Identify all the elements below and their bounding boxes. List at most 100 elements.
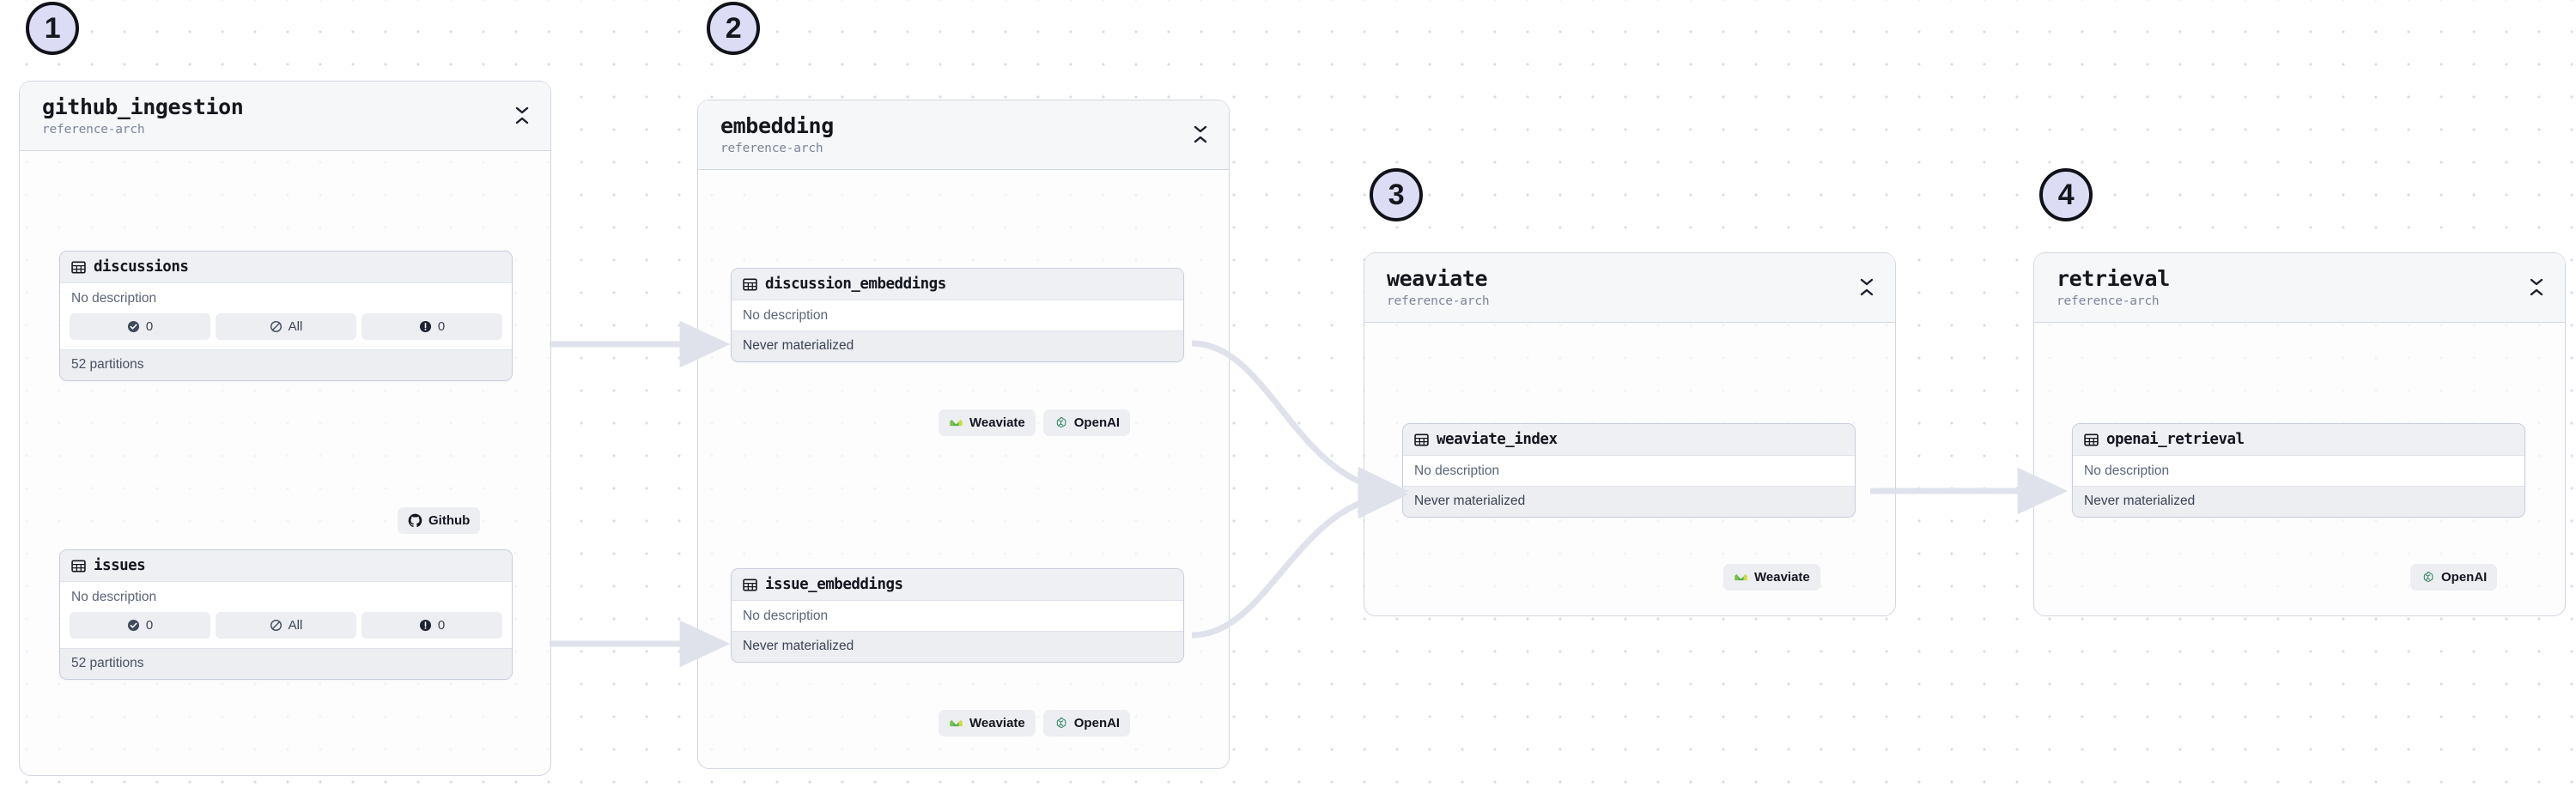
tag-label: OpenAI: [2441, 570, 2488, 585]
asset-description: No description: [60, 283, 512, 313]
group-header-retrieval[interactable]: retrieval reference-arch: [2034, 253, 2565, 323]
tag-row-openai-retrieval: OpenAI: [2410, 564, 2498, 591]
check-circle-icon: [127, 619, 140, 632]
table-icon: [71, 260, 86, 275]
group-subtitle: reference-arch: [1387, 294, 1490, 308]
status-pill-label: 0: [437, 618, 446, 633]
asset-status-row: 0 All 0: [60, 313, 512, 349]
status-pill-label: All: [288, 319, 303, 334]
collapse-chevrons-icon[interactable]: [513, 103, 532, 129]
tag-label: Weaviate: [969, 415, 1025, 430]
table-icon: [743, 277, 757, 292]
tag-row-discussion-embeddings: Weaviate OpenAI: [939, 409, 1131, 436]
status-pill-label: 0: [145, 618, 154, 633]
step-badge-2-label: 2: [725, 11, 742, 45]
collapse-chevrons-icon[interactable]: [1191, 122, 1210, 148]
asset-card-issues[interactable]: issues No description 0 All: [59, 549, 513, 680]
table-icon: [71, 559, 86, 573]
asset-name: discussion_embeddings: [765, 276, 946, 293]
weaviate-icon: [949, 716, 963, 730]
group-weaviate[interactable]: weaviate reference-arch weaviate_index N…: [1364, 252, 1896, 616]
status-pill-freshness[interactable]: All: [216, 612, 356, 639]
asset-name: issues: [94, 557, 146, 574]
tag-weaviate[interactable]: Weaviate: [1723, 564, 1820, 591]
asset-card-openai-retrieval[interactable]: openai_retrieval No description Never ma…: [2072, 423, 2525, 518]
step-badge-1: 1: [26, 2, 79, 55]
table-icon: [743, 578, 757, 592]
tag-openai[interactable]: OpenAI: [2410, 564, 2498, 591]
table-icon: [1414, 433, 1429, 447]
tag-openai[interactable]: OpenAI: [1042, 409, 1131, 436]
status-pill-alerts[interactable]: 0: [361, 313, 502, 340]
tag-row-issue-embeddings: Weaviate OpenAI: [939, 710, 1131, 736]
tag-label: OpenAI: [1073, 415, 1121, 430]
asset-card-weaviate-index[interactable]: weaviate_index No description Never mate…: [1402, 423, 1856, 518]
tag-label: Github: [428, 513, 471, 528]
group-header-embedding[interactable]: embedding reference-arch: [698, 100, 1229, 170]
group-embedding[interactable]: embedding reference-arch discussion_embe…: [697, 100, 1230, 769]
status-pill-materialized[interactable]: 0: [70, 313, 210, 340]
group-title: retrieval: [2057, 266, 2170, 291]
status-pill-label: 0: [437, 319, 446, 334]
asset-header: openai_retrieval: [2073, 424, 2524, 456]
tag-row-discussions: Github: [398, 507, 481, 534]
step-badge-4-label: 4: [2057, 178, 2075, 211]
tag-label: Weaviate: [1754, 570, 1810, 585]
tag-weaviate[interactable]: Weaviate: [939, 710, 1036, 736]
step-badge-3-label: 3: [1388, 178, 1405, 211]
openai-icon: [1054, 415, 1068, 430]
group-header-github-ingestion[interactable]: github_ingestion reference-arch: [20, 82, 550, 151]
group-title-block: retrieval reference-arch: [2057, 266, 2170, 308]
asset-description: No description: [732, 300, 1183, 330]
status-pill-label: All: [288, 618, 303, 633]
asset-header: issues: [60, 550, 512, 582]
group-github-ingestion[interactable]: github_ingestion reference-arch discussi…: [19, 81, 551, 776]
weaviate-icon: [1734, 570, 1748, 585]
group-title-block: embedding reference-arch: [720, 113, 834, 155]
table-icon: [2084, 433, 2099, 447]
asset-card-issue-embeddings[interactable]: issue_embeddings No description Never ma…: [731, 568, 1184, 663]
group-header-weaviate[interactable]: weaviate reference-arch: [1364, 253, 1895, 323]
group-subtitle: reference-arch: [2057, 294, 2160, 308]
asset-materialization: Never materialized: [732, 631, 1183, 662]
step-badge-3: 3: [1370, 168, 1423, 221]
collapse-chevrons-icon[interactable]: [2527, 275, 2546, 300]
openai-icon: [2421, 570, 2435, 585]
step-badge-2: 2: [707, 2, 760, 55]
step-badge-4: 4: [2039, 168, 2093, 221]
group-title-block: weaviate reference-arch: [1387, 266, 1490, 308]
asset-partitions: 52 partitions: [60, 648, 512, 679]
group-title-block: github_ingestion reference-arch: [42, 94, 244, 136]
group-title: embedding: [720, 113, 834, 138]
check-circle-icon: [127, 320, 140, 333]
asset-name: weaviate_index: [1437, 431, 1558, 448]
tag-openai[interactable]: OpenAI: [1042, 710, 1131, 736]
asset-partitions: 52 partitions: [60, 349, 512, 380]
collapse-chevrons-icon[interactable]: [1857, 275, 1876, 300]
asset-card-discussion-embeddings[interactable]: discussion_embeddings No description Nev…: [731, 268, 1184, 362]
status-pill-alerts[interactable]: 0: [361, 612, 502, 639]
asset-header: discussions: [60, 251, 512, 283]
asset-header: issue_embeddings: [732, 569, 1183, 601]
github-icon: [408, 513, 422, 528]
group-retrieval[interactable]: retrieval reference-arch openai_retrieva…: [2033, 252, 2566, 616]
asset-header: discussion_embeddings: [732, 269, 1183, 300]
asset-description: No description: [732, 601, 1183, 631]
alert-circle-icon: [419, 320, 432, 333]
asset-name: discussions: [94, 258, 189, 276]
asset-name: openai_retrieval: [2106, 431, 2245, 448]
group-subtitle: reference-arch: [42, 122, 145, 136]
slash-circle-icon: [270, 320, 283, 333]
asset-card-discussions[interactable]: discussions No description 0 All: [59, 251, 513, 381]
asset-status-row: 0 All 0: [60, 612, 512, 648]
group-title: weaviate: [1387, 266, 1488, 291]
status-pill-freshness[interactable]: All: [216, 313, 356, 340]
status-pill-materialized[interactable]: 0: [70, 612, 210, 639]
step-badge-1-label: 1: [44, 11, 61, 45]
tag-row-weaviate-index: Weaviate: [1723, 564, 1820, 591]
tag-github[interactable]: Github: [398, 507, 481, 534]
openai-icon: [1054, 716, 1068, 730]
group-subtitle: reference-arch: [720, 141, 823, 155]
tag-weaviate[interactable]: Weaviate: [939, 409, 1036, 436]
